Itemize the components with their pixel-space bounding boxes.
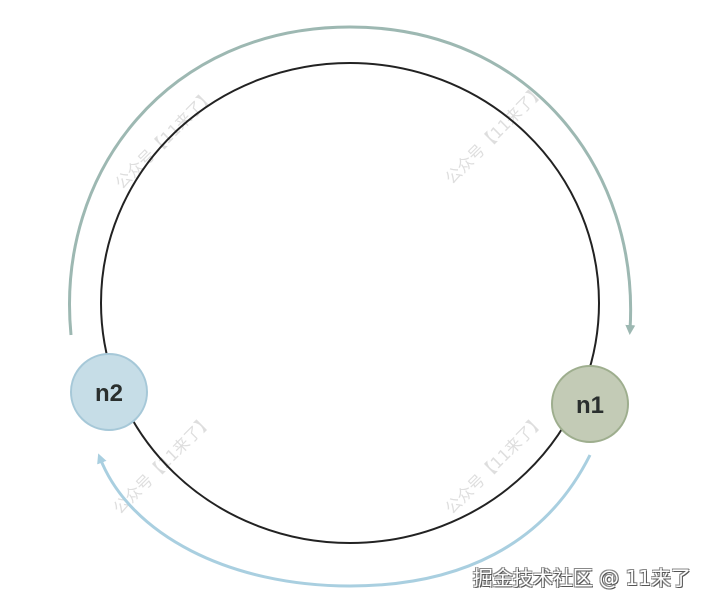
node-n1-label: n1 — [576, 392, 604, 419]
footer-watermark: 掘金技术社区 @ 11来了 — [472, 566, 691, 590]
watermark-text: 公众号【11来了】 — [441, 411, 548, 518]
node-n1-circle — [551, 365, 629, 443]
hash-ring — [100, 62, 600, 544]
arrow-clockwise-top — [68, 25, 636, 336]
node-n2-label: n2 — [95, 380, 123, 407]
node-n2-circle — [70, 353, 148, 431]
watermark-text: 公众号【11来了】 — [111, 86, 218, 193]
watermark-text: 公众号【11来了】 — [441, 81, 548, 188]
arrow-counterclockwise-bottom — [97, 453, 592, 588]
watermarks: 公众号【11来了】 公众号【11来了】 公众号【11来了】 公众号【11来了】 — [109, 81, 548, 518]
node-n1[interactable]: n1 — [551, 365, 629, 443]
node-n2[interactable]: n2 — [70, 353, 148, 431]
